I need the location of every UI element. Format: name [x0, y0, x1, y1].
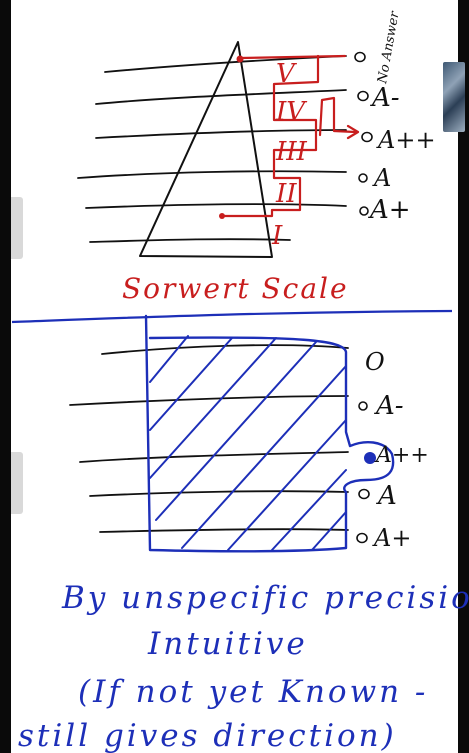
roman-label-iv: IV [275, 97, 307, 127]
top-option-a: A [372, 164, 391, 192]
bottom-option-a-plus-plus: A++ [374, 443, 429, 468]
top-option-a-plus: A+ [368, 195, 411, 225]
red-stairs [220, 54, 347, 218]
roman-label-i: I [271, 221, 283, 251]
note-line-4: still gives direction) [18, 718, 397, 753]
note-line-1: By unspecific precision [61, 580, 469, 616]
red-arrowhead [346, 124, 360, 140]
right-frame-bar [458, 0, 469, 753]
bottom-line-1 [101, 344, 349, 355]
roman-label-ii: II [275, 179, 297, 209]
bottom-scale-diagram [69, 314, 395, 553]
left-frame-bar [0, 0, 11, 753]
roman-label-iii: III [275, 137, 308, 167]
top-line-3 [95, 129, 347, 139]
top-option-a-plus-plus: A++ [376, 126, 436, 154]
side-tab-lower[interactable] [11, 452, 23, 514]
red-dot-bottom [219, 213, 225, 219]
bottom-option-a-plus: A+ [372, 524, 411, 552]
option-circle-5 [359, 206, 369, 216]
option-circle-1 [354, 51, 366, 63]
hatching [149, 335, 347, 551]
option-circle-4 [358, 173, 368, 183]
red-dot-top [236, 55, 244, 63]
bottom-line-5 [99, 528, 349, 533]
bottom-circle-5 [356, 532, 368, 544]
red-box-bracket [318, 96, 357, 137]
scale-caption: Sorwert Scale [122, 272, 349, 305]
option-circle-2 [357, 90, 369, 102]
top-line-4 [77, 170, 347, 179]
bottom-option-a: A [376, 481, 397, 511]
top-option-no-answer: No Answer [375, 10, 403, 86]
top-option-a-minus: A- [370, 83, 400, 113]
bottom-circle-2 [358, 401, 368, 411]
bottom-line-4 [89, 490, 349, 497]
section-divider [11, 309, 453, 324]
top-line-5 [85, 203, 347, 209]
bottom-circle-4 [358, 488, 370, 500]
bottom-line-3 [79, 451, 349, 463]
roman-label-v: V [276, 59, 297, 89]
triangle [139, 41, 273, 258]
top-scale-diagram [77, 41, 373, 258]
top-line-6 [89, 238, 291, 243]
option-circle-3 [361, 131, 373, 143]
blue-selection-box [144, 314, 395, 553]
note-line-3: (If not yet Known - [78, 674, 428, 710]
side-tab-upper[interactable] [11, 197, 23, 259]
top-line-2 [95, 89, 347, 105]
bottom-option-a-minus: A- [374, 391, 404, 421]
bottom-option-none: O [365, 348, 385, 376]
note-line-2: Intuitive [147, 626, 308, 662]
image-thumbnail[interactable] [443, 62, 465, 132]
selected-dot [364, 452, 376, 464]
bottom-line-2 [69, 395, 349, 406]
